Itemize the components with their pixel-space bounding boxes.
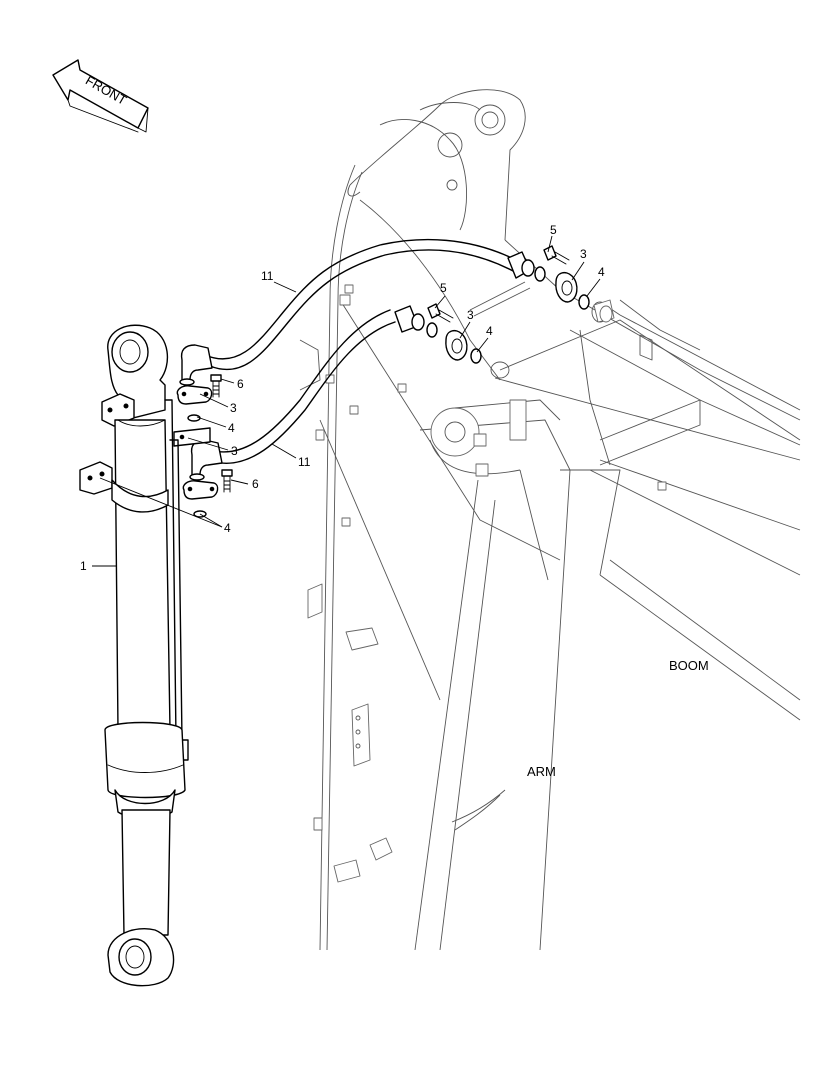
callout-6-lower: 6: [252, 477, 259, 491]
arm-structure: [299, 164, 621, 951]
callout-11-lower: 11: [298, 455, 311, 469]
bolt-5-upper: [543, 245, 570, 265]
flange-kit-cylinder-lower: [182, 469, 233, 518]
callout-5-middle: 5: [440, 281, 447, 295]
callout-3-middle: 3: [467, 308, 474, 322]
boom-structure: [349, 89, 801, 721]
callout-labels: 1 11 11 5 3 4 5 3 4 6 3 4 3 6 4: [80, 223, 605, 573]
callout-4-cyl-lower: 4: [224, 521, 231, 535]
bolt-6-upper: [210, 374, 222, 398]
callout-4-middle: 4: [486, 324, 493, 338]
callout-3-cyl-lower: 3: [231, 444, 238, 458]
callout-11-upper: 11: [261, 269, 274, 283]
callout-4-cyl-upper: 4: [228, 421, 235, 435]
hydraulic-cylinder: [79, 324, 189, 987]
callout-3-cyl-upper: 3: [230, 401, 237, 415]
callout-3-upper: 3: [580, 247, 587, 261]
flange-kit-upper-right: [543, 245, 615, 323]
callout-6-upper: 6: [237, 377, 244, 391]
hydraulic-hose-lower: [189, 305, 438, 481]
bolt-6-lower: [221, 469, 233, 493]
front-direction-arrow: FRONT: [52, 59, 149, 133]
boom-label: BOOM: [669, 658, 709, 673]
hydraulic-hose-upper: [179, 238, 546, 386]
bolt-5-middle: [427, 303, 454, 323]
flange-kit-middle: [427, 303, 482, 364]
flange-kit-cylinder-upper: [173, 374, 222, 447]
callout-1: 1: [80, 559, 87, 573]
callout-5-upper: 5: [550, 223, 557, 237]
callout-4-upper: 4: [598, 265, 605, 279]
callout-leaders: [92, 235, 601, 567]
arm-label: ARM: [527, 764, 556, 779]
